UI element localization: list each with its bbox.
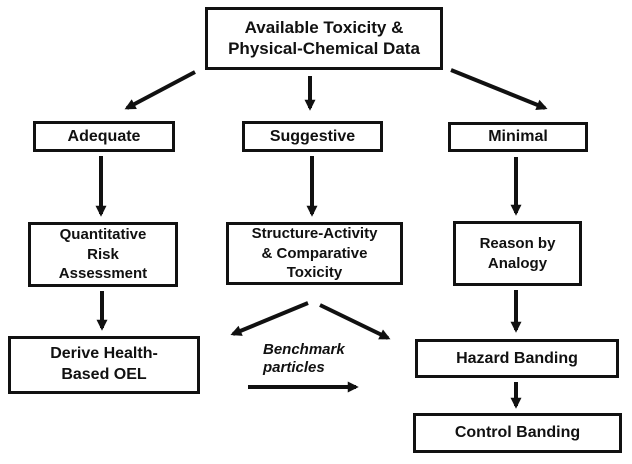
node-structure-activity-comparative-toxicity: Structure-Activity & Comparative Toxicit…	[226, 222, 403, 285]
node-adequate: Adequate	[33, 121, 175, 152]
node-control-banding: Control Banding	[413, 413, 622, 453]
node-label: Quantitative Risk Assessment	[58, 226, 148, 283]
node-label: Suggestive	[269, 127, 356, 145]
arrow-root-to-adequate	[124, 70, 196, 110]
node-label: Reason by Analogy	[479, 235, 556, 272]
arrow-saa-to-oel	[230, 301, 309, 336]
node-label: Control Banding	[454, 424, 581, 442]
benchmark-particles-annotation: Benchmark particles	[263, 341, 345, 376]
node-label: Hazard Banding	[456, 349, 578, 367]
arrow-root-to-minimal	[450, 68, 548, 111]
node-derive-health-based-oel: Derive Health- Based OEL	[8, 336, 200, 394]
node-label: Available Toxicity & Physical-Chemical D…	[228, 17, 420, 58]
node-label: Derive Health- Based OEL	[50, 345, 158, 383]
node-label: Adequate	[67, 127, 141, 145]
node-minimal: Minimal	[448, 122, 588, 152]
arrow-saa-to-hazard	[319, 303, 391, 340]
node-label: Minimal	[488, 128, 548, 146]
node-quantitative-risk-assessment: Quantitative Risk Assessment	[28, 222, 178, 287]
node-available-toxicity-data: Available Toxicity & Physical-Chemical D…	[205, 7, 443, 70]
node-label: Structure-Activity & Comparative Toxicit…	[251, 225, 378, 282]
node-suggestive: Suggestive	[242, 121, 383, 152]
node-reason-by-analogy: Reason by Analogy	[453, 221, 582, 286]
node-hazard-banding: Hazard Banding	[415, 339, 619, 378]
